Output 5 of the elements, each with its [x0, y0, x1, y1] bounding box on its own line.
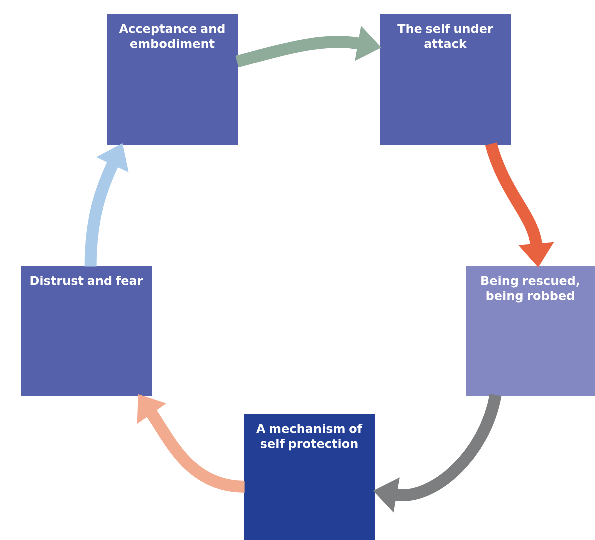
process-box: Distrust and fear — [21, 266, 152, 396]
process-box: Acceptance and embodiment — [107, 14, 238, 145]
process-box: A mechanism of self protection — [244, 414, 375, 540]
process-box: The self under attack — [380, 14, 511, 145]
process-box: Being rescued, being robbed — [466, 266, 595, 396]
